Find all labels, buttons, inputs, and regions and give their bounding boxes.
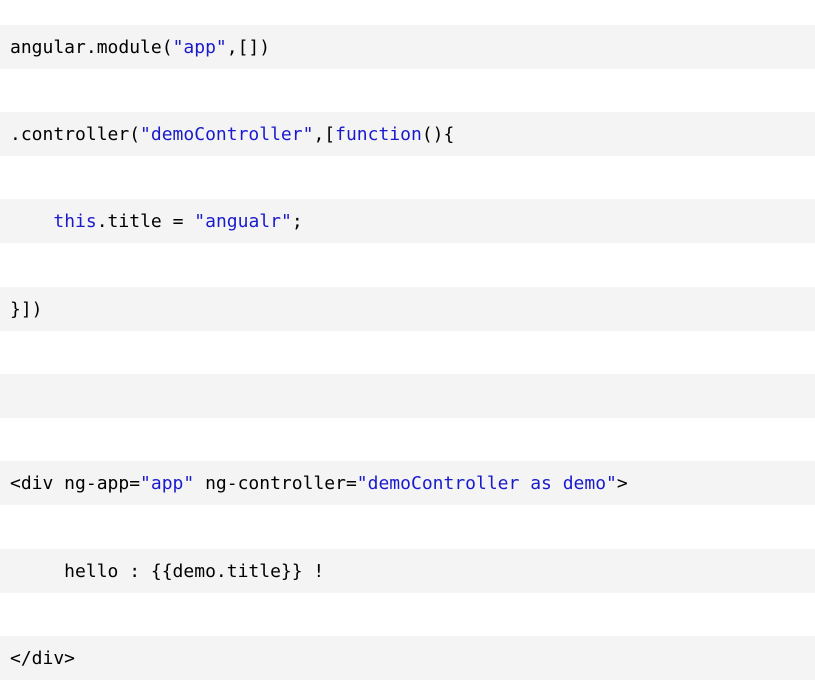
code-token: .controller( (10, 123, 141, 145)
code-line: <div ng-app="app" ng-controller="demoCon… (0, 461, 815, 505)
code-line: angular.module("app",[]) (0, 25, 815, 69)
code-token: <div ng-app= (10, 472, 141, 494)
code-token: (){ (421, 123, 455, 145)
code-line: hello : {{demo.title}} ! (0, 549, 815, 593)
keyword-token: function (335, 123, 422, 145)
code-line: }]) (0, 287, 815, 331)
string-token: "app" (172, 36, 227, 58)
string-token: "angualr" (194, 210, 292, 232)
string-token: "demoController" (140, 123, 314, 145)
keyword-token: this (53, 210, 97, 232)
code-token: </div> (10, 647, 76, 669)
code-line: this.title = "angualr"; (0, 199, 815, 243)
code-token: > (616, 472, 628, 494)
code-token: ,[ (313, 123, 336, 145)
code-token (10, 211, 53, 232)
code-token: ,[]) (226, 36, 271, 58)
code-line: </div> (0, 636, 815, 680)
string-token: "demoController as demo" (356, 472, 617, 494)
string-token: "app" (140, 472, 195, 494)
code-token: angular.module( (10, 36, 173, 58)
code-token: .title = (96, 210, 195, 232)
code-token: hello : {{demo.title}} ! (10, 560, 325, 582)
code-token: ng-controller= (194, 472, 357, 494)
code-token: ; (291, 210, 303, 232)
code-line: .controller("demoController",[function()… (0, 112, 815, 156)
code-line-empty (0, 374, 815, 418)
code-token: }]) (10, 298, 43, 320)
